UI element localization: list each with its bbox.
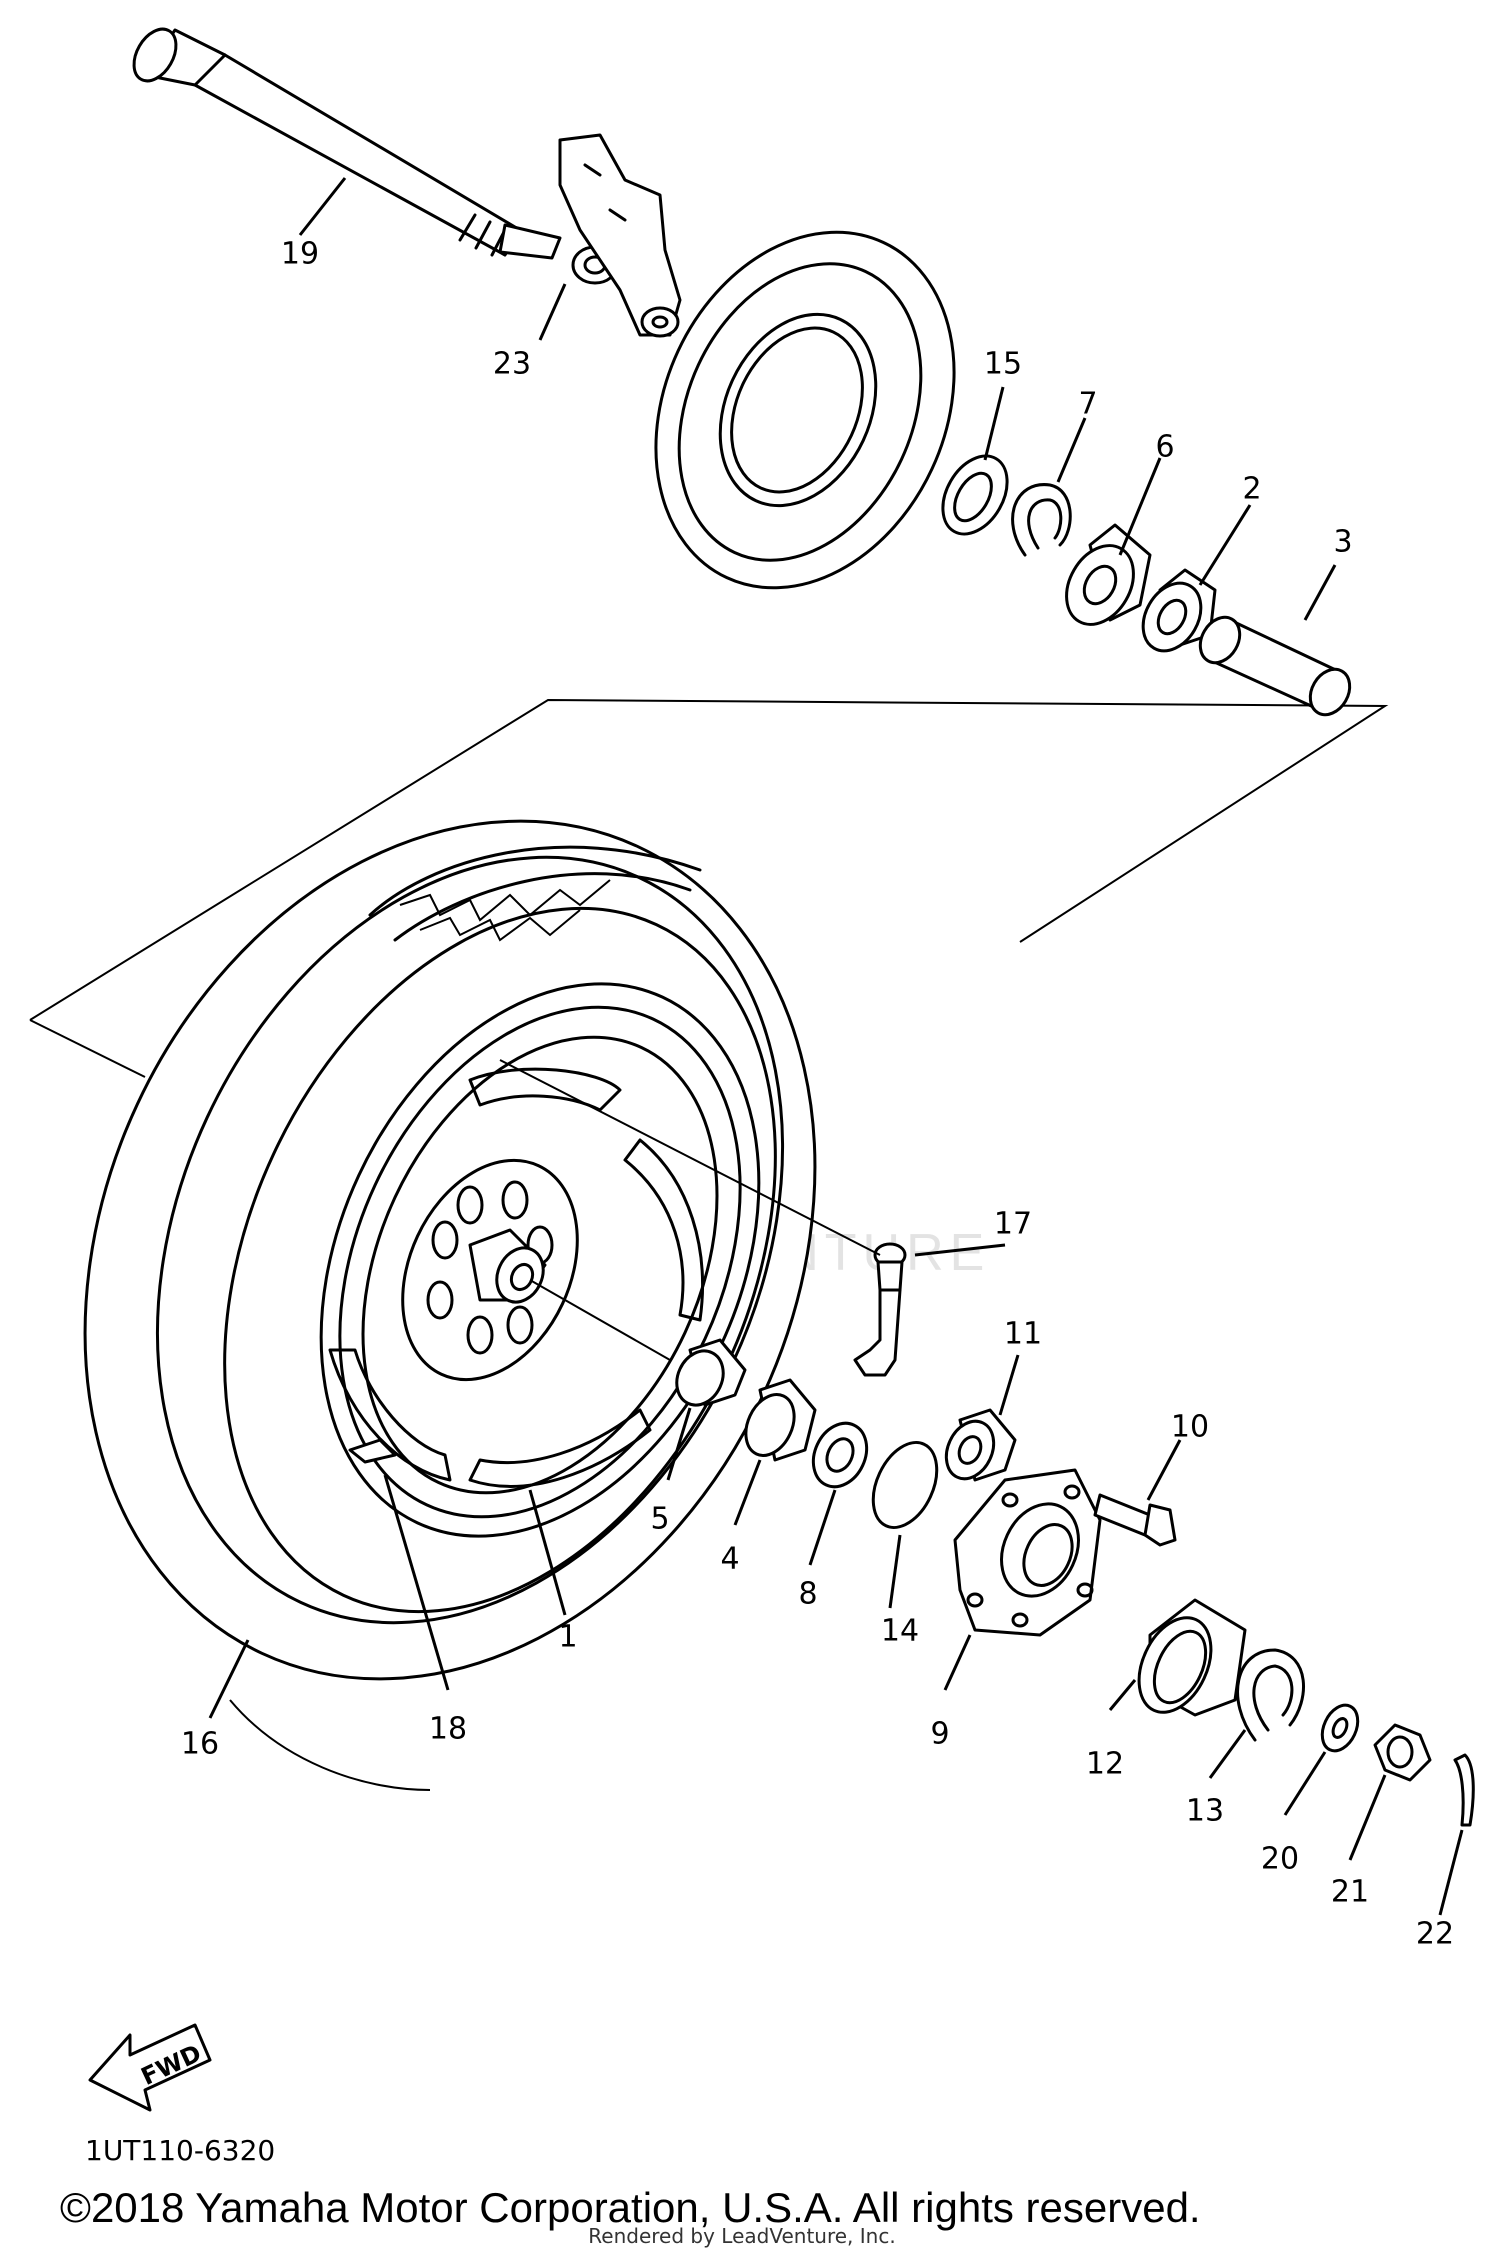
- callout-15: 15: [984, 347, 1022, 382]
- bearing-8: [811, 1421, 869, 1489]
- callout-5: 5: [650, 1502, 669, 1537]
- collar-5: [675, 1338, 747, 1407]
- callout-1: 1: [558, 1620, 577, 1655]
- rendered-by-text: Rendered by LeadVenture, Inc.: [588, 2224, 895, 2248]
- callout-20: 20: [1261, 1842, 1299, 1877]
- callout-14: 14: [881, 1614, 919, 1649]
- callout-8: 8: [798, 1577, 817, 1612]
- valve-stem: [853, 1242, 907, 1377]
- oil-seal: [941, 454, 1009, 536]
- callout-3: 3: [1333, 525, 1352, 560]
- bearing-6: [1065, 523, 1152, 626]
- axle-shaft: [132, 27, 562, 260]
- fwd-arrow-icon: FWD: [88, 2023, 212, 2112]
- copyright-text: ©2018 Yamaha Motor Corporation, U.S.A. A…: [60, 2184, 1201, 2231]
- callout-19: 19: [281, 237, 319, 272]
- washer: [1320, 1703, 1360, 1753]
- callout-18: 18: [429, 1712, 467, 1747]
- part-number: 1UT110-6320: [85, 2134, 275, 2167]
- brake-disc: [654, 230, 956, 590]
- callout-21: 21: [1331, 1875, 1369, 1910]
- callout-4: 4: [720, 1542, 739, 1577]
- callout-13: 13: [1186, 1794, 1224, 1829]
- clutch-ring: [1137, 1598, 1247, 1717]
- collar-2: [1141, 568, 1217, 653]
- callout-22: 22: [1416, 1917, 1454, 1952]
- callout-2: 2: [1242, 472, 1261, 507]
- caliper-bracket: [558, 133, 682, 338]
- castle-nut: [1373, 1723, 1432, 1782]
- axle-centerline: [499, 1059, 881, 1361]
- hub-flange: [953, 1468, 1102, 1637]
- callout-12: 12: [1086, 1747, 1124, 1782]
- leader-lines: [208, 177, 1464, 1916]
- callout-6: 6: [1155, 430, 1174, 465]
- cotter-pin: [1453, 1753, 1475, 1827]
- circlip-13: [1236, 1648, 1305, 1742]
- bolt: [1093, 1493, 1177, 1547]
- o-ring: [871, 1441, 939, 1529]
- spacer-4: [744, 1378, 817, 1462]
- callout-7: 7: [1078, 387, 1097, 422]
- callout-10: 10: [1171, 1410, 1209, 1445]
- callout-17: 17: [994, 1207, 1032, 1242]
- callouts: 19 23 15 7 6 2 3 17 11 10 5 4 8 1 14 9 1…: [181, 237, 1454, 1952]
- callout-16: 16: [181, 1727, 219, 1762]
- circlip: [1011, 483, 1072, 557]
- callout-9: 9: [930, 1717, 949, 1752]
- bearing-11: [944, 1408, 1017, 1482]
- callout-11: 11: [1004, 1317, 1042, 1352]
- callout-23: 23: [493, 347, 531, 382]
- mounting-plane-outline: [29, 698, 1389, 1078]
- spacer-tube: [1198, 615, 1352, 717]
- wheel-rim: [319, 982, 761, 1538]
